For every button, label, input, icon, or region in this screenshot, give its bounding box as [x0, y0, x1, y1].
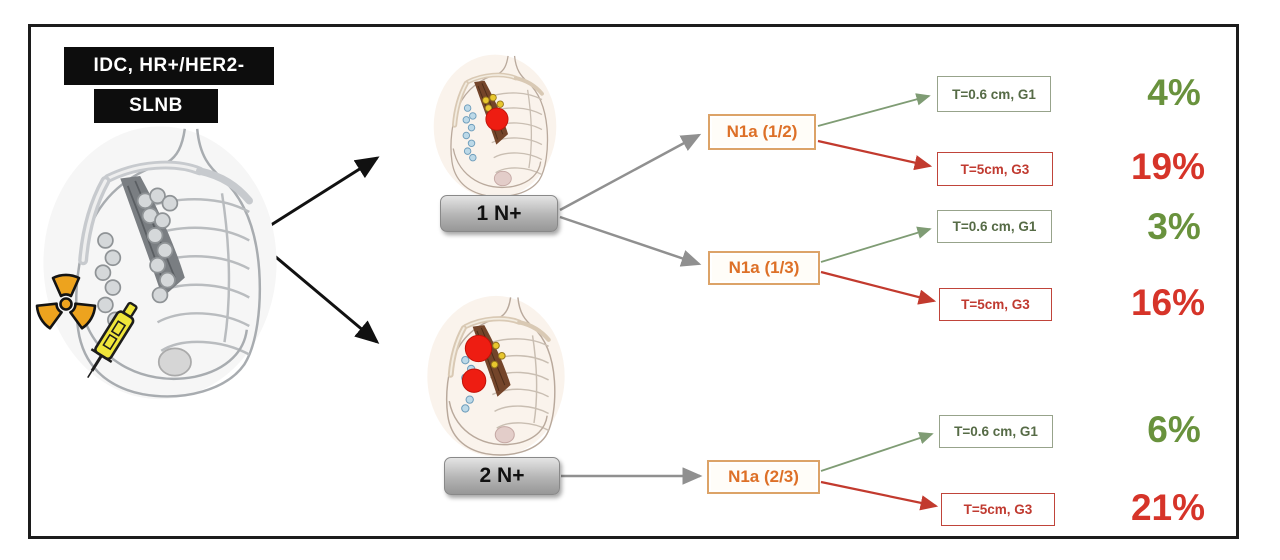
outcome-good-1-text: T=0.6 cm, G1 — [952, 86, 1036, 102]
outcome-box-bad-3: T=5cm, G3 — [941, 493, 1055, 526]
outcome-bad-3-text: T=5cm, G3 — [963, 502, 1033, 517]
recurrence-pct-bad-1: 19% — [1130, 146, 1206, 187]
radioactive-icon — [35, 273, 97, 330]
recurrence-pct-good-2: 3% — [1147, 206, 1201, 247]
recurrence-pct-bad-3: 21% — [1130, 487, 1206, 528]
recurrence-pct-good-3: 6% — [1147, 409, 1201, 450]
procedure-label: SLNB — [94, 89, 218, 123]
branch-n1a-1-2: N1a (1/2) — [708, 114, 816, 150]
outcome-box-good-2: T=0.6 cm, G1 — [937, 210, 1052, 243]
branch-n1a-2-3-text: N1a (2/3) — [728, 467, 799, 486]
recurrence-pct-bad-2: 16% — [1130, 282, 1206, 323]
axilla-anatomy-baseline-illustration — [36, 120, 284, 408]
node-count-1: 1 N+ — [440, 195, 558, 232]
outcome-box-good-3: T=0.6 cm, G1 — [939, 415, 1053, 448]
diagnosis-text: IDC, HR+/HER2- — [93, 55, 245, 76]
axilla-anatomy-two-positive-nodes-illustration — [412, 293, 580, 461]
outcome-bad-2-text: T=5cm, G3 — [961, 297, 1030, 312]
syringe-icon — [87, 301, 138, 379]
diagnosis-label: IDC, HR+/HER2- — [64, 47, 274, 85]
node-count-1-text: 1 N+ — [476, 201, 522, 225]
tracer-icons — [35, 273, 138, 379]
outcome-good-2-text: T=0.6 cm, G1 — [952, 219, 1037, 234]
outcome-box-good-1: T=0.6 cm, G1 — [937, 76, 1051, 112]
outcome-bad-1-text: T=5cm, G3 — [960, 161, 1030, 177]
branch-n1a-2-3: N1a (2/3) — [707, 460, 820, 494]
procedure-text: SLNB — [129, 95, 183, 116]
node-count-2-text: 2 N+ — [479, 464, 525, 487]
branch-n1a-1-3: N1a (1/3) — [708, 251, 820, 285]
recurrence-pct-good-1: 4% — [1147, 72, 1201, 113]
outcome-box-bad-2: T=5cm, G3 — [939, 288, 1052, 321]
outcome-box-bad-1: T=5cm, G3 — [937, 152, 1053, 186]
branch-n1a-1-3-text: N1a (1/3) — [728, 258, 800, 277]
axilla-anatomy-one-positive-node-illustration — [415, 52, 575, 202]
node-count-2: 2 N+ — [444, 457, 560, 495]
branch-n1a-1-2-text: N1a (1/2) — [726, 122, 798, 141]
outcome-good-3-text: T=0.6 cm, G1 — [954, 424, 1038, 439]
